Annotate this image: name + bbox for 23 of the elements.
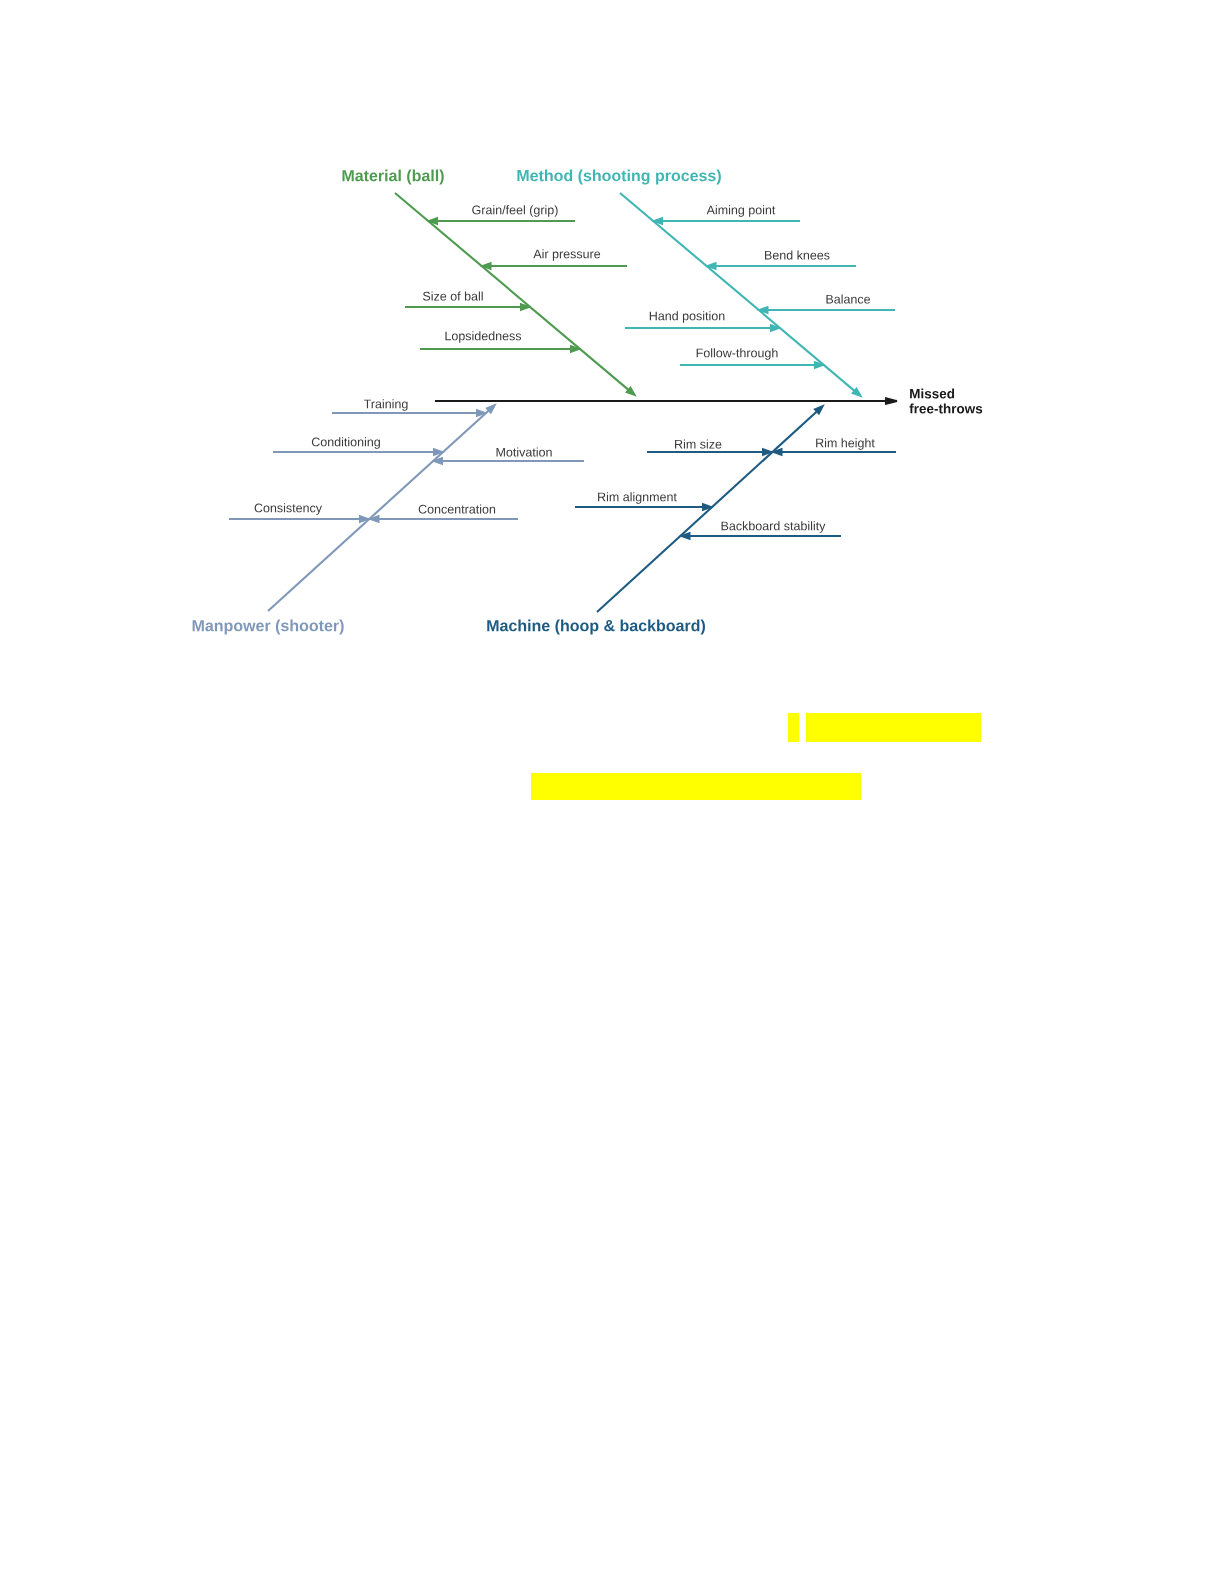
category-label: Method (shooting process) — [517, 169, 721, 185]
effect-label: Missed free-throws — [909, 388, 983, 414]
cause-label: Grain/feel (grip) — [472, 205, 558, 217]
cause-label: Air pressure — [533, 249, 601, 261]
cause-label: Motivation — [496, 447, 552, 457]
cause-label: Size of ball — [423, 291, 483, 301]
cause-label: Rim height — [816, 438, 875, 450]
cause-label: Lopsidedness — [445, 331, 522, 343]
cause-label: Bend knees — [765, 250, 830, 260]
cause-label: Rim alignment — [598, 492, 677, 504]
category-label: Machine (hoop & backboard) — [487, 619, 705, 635]
cause-label: Training — [363, 399, 408, 411]
cause-label: Conditioning — [311, 437, 380, 449]
cause-label: Concentration — [418, 504, 496, 514]
cause-label: Backboard stability — [721, 521, 826, 533]
cause-label: Balance — [826, 294, 871, 304]
category-label: Material (ball) — [342, 169, 444, 185]
cause-label: Aiming point — [706, 205, 776, 217]
cause-label: Rim size — [675, 439, 722, 449]
cause-label: Hand position — [649, 311, 725, 323]
cause-label: Follow-through — [696, 348, 778, 360]
category-label: Manpower (shooter) — [192, 619, 344, 635]
cause-label: Consistency — [254, 503, 322, 515]
